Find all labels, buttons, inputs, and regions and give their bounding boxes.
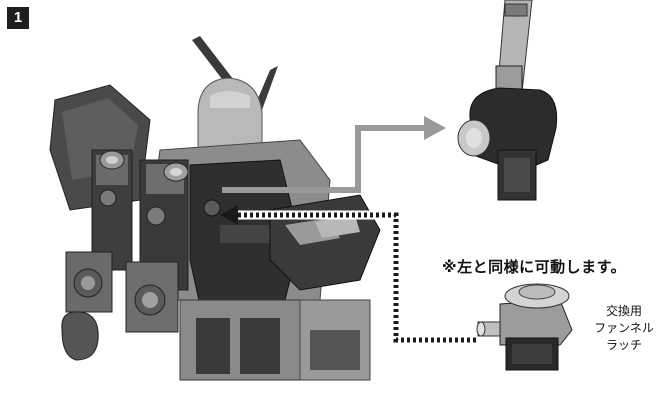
part-label-line: 交換用: [605, 304, 642, 318]
gray-arrow: [222, 116, 446, 193]
part-label-line: ファンネル: [594, 321, 654, 335]
part-label-line: ラッチ: [605, 338, 642, 352]
movement-note: ※左と同様に可動します。: [442, 258, 627, 276]
replacement-latch-part: [476, 283, 573, 371]
step-number-badge: 1: [7, 7, 29, 29]
mobile-suit-illustration: [49, 36, 381, 381]
dotted-arrow: [220, 205, 476, 345]
funnel-latch-closeup: [457, 0, 558, 201]
part-label: 交換用 ファンネル ラッチ: [588, 303, 660, 354]
